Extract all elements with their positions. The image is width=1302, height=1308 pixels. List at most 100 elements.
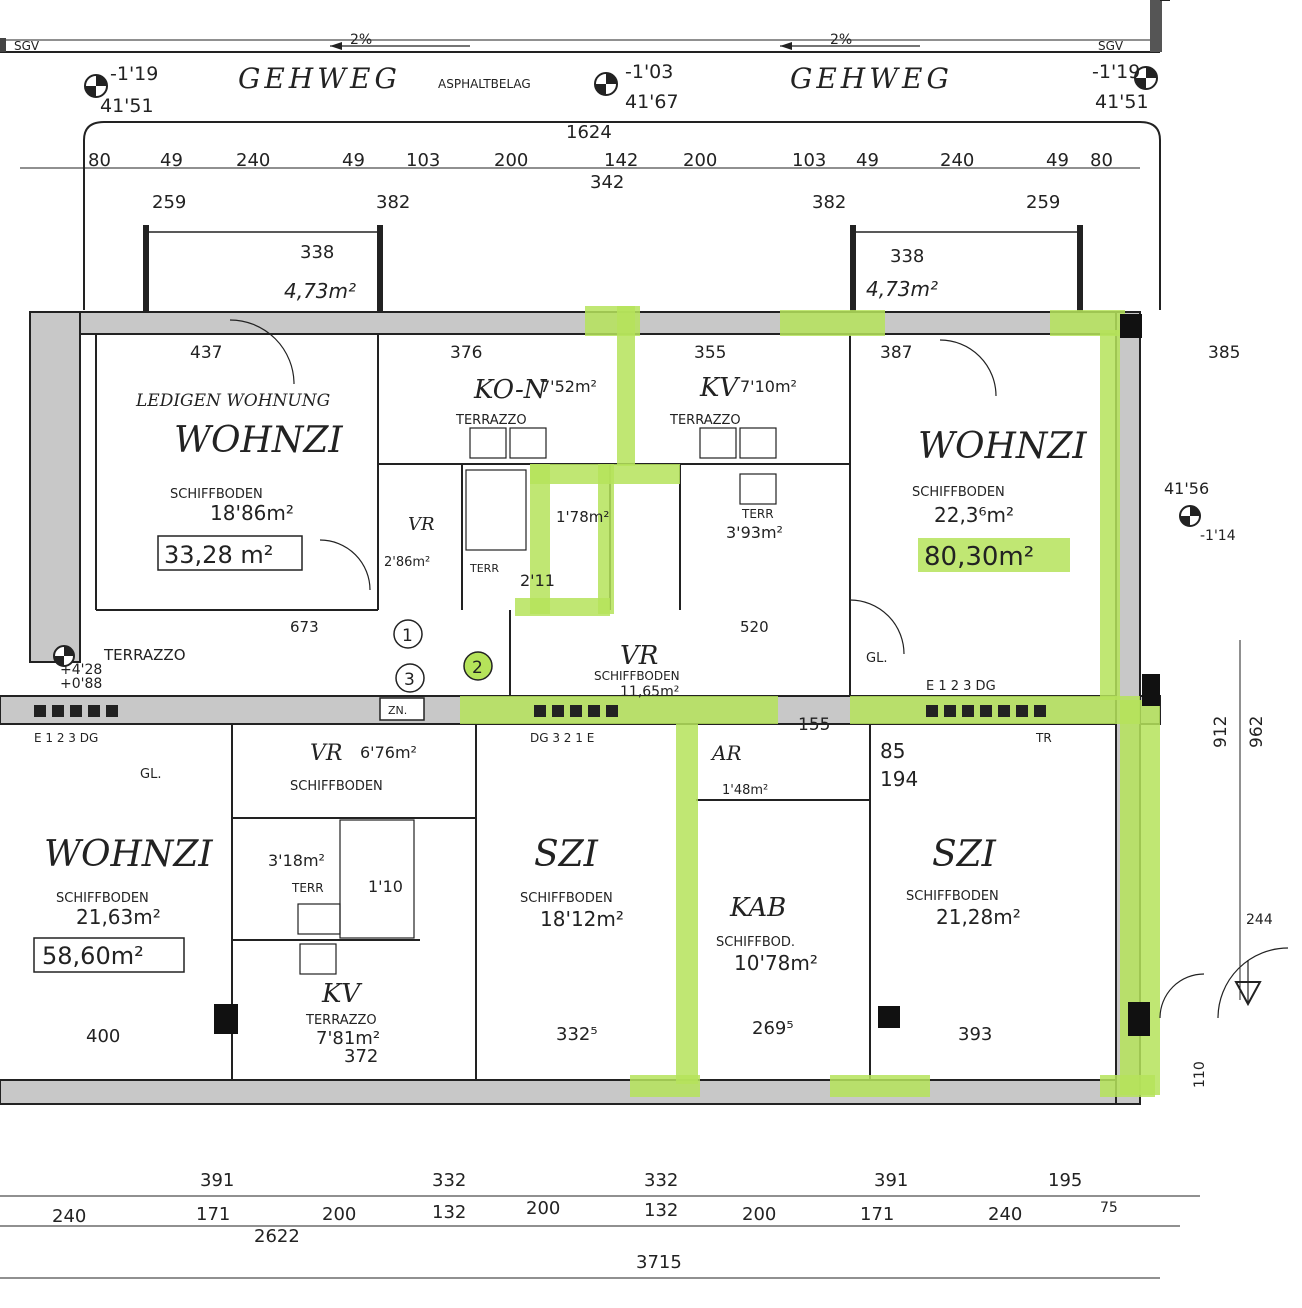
bath-area: 1'78m²	[556, 508, 609, 526]
dim-label: 49	[342, 150, 365, 171]
room-vr-bottom-floor: SCHIFFBODEN	[290, 779, 383, 794]
room-kv-bottom-floor: TERRAZZO	[305, 1013, 377, 1028]
level-height-2: -1'03	[625, 61, 673, 83]
marker-label: 2	[472, 658, 483, 678]
dim-label: 194	[880, 767, 918, 791]
balcony-right-area: 4,73m²	[866, 277, 938, 301]
room-area: 21,63m²	[76, 905, 161, 929]
unit-title: LEDIGEN WOHNUNG	[135, 391, 330, 411]
dim-label: 240	[940, 150, 974, 171]
meter-label-right: E 1 2 3 DG	[926, 679, 996, 694]
level-height-4: -1'14	[1200, 528, 1236, 544]
unit-area: 80,30m²	[924, 542, 1034, 572]
room-terr-b-area: 3'93m²	[726, 523, 783, 542]
meter-label-mid: DG 3 2 1 E	[530, 731, 594, 745]
dim-label: 673	[290, 618, 319, 636]
meter-box-mid	[534, 705, 618, 717]
dim-label: 240	[236, 150, 270, 171]
room-ko-area: 7'52m²	[540, 377, 597, 396]
room-ter2-area: 2'11	[520, 571, 555, 590]
dim-label: 171	[196, 1204, 230, 1225]
room-vr-top-area: 11,65m²	[620, 684, 679, 700]
room-name: WOHNZI	[174, 420, 343, 461]
room-vr-bottom-area: 6'76m²	[360, 743, 417, 762]
dim-label: 103	[792, 150, 826, 171]
total-width-dim: 1624	[566, 122, 612, 143]
dim-label: 240	[988, 1204, 1022, 1225]
room-vr-small-area: 2'86m²	[384, 555, 430, 570]
dim-label: 387	[880, 343, 912, 363]
dim-label: 393	[958, 1024, 992, 1045]
room-name: WOHNZI	[918, 426, 1087, 467]
dim-label: 80	[88, 150, 111, 171]
level-absolute-1: 41'51	[100, 95, 154, 117]
marker-3: 3	[395, 663, 425, 693]
interior-dimensions: 437 376 355 387 385 673 520 155 372 400 …	[86, 343, 1240, 1067]
level-marker-icon	[53, 645, 75, 667]
level-absolute-4: 41'56	[1164, 479, 1209, 498]
level-marker-icon	[594, 72, 618, 96]
marker-1: 1	[393, 619, 423, 649]
room-area: 22,3⁶m²	[934, 503, 1014, 527]
unit-left-bottom: WOHNZI SCHIFFBODEN 21,63m² 58,60m²	[33, 834, 213, 973]
level-absolute-3: 41'51	[1095, 91, 1149, 113]
room-area: 18'86m²	[210, 501, 294, 525]
unit-area: 58,60m²	[42, 942, 144, 970]
floor-type: SCHIFFBODEN	[170, 487, 263, 502]
balcony-left: 338 4,73m²	[143, 225, 383, 320]
rooms: KO-N 7'52m² TERRAZZO KV 7'10m² TERRAZZO …	[268, 373, 1021, 1049]
gl-label-2: GL.	[140, 767, 161, 782]
dim-label: 332⁵	[556, 1024, 598, 1045]
dim-label: 269⁵	[752, 1018, 794, 1039]
gl-label: GL.	[866, 651, 887, 666]
room-vr-bottom-name: VR	[310, 741, 342, 766]
dim-label: 244	[1246, 912, 1273, 928]
dim-label: 171	[860, 1204, 894, 1225]
dim-label: 103	[406, 150, 440, 171]
right-dimensions: 912 962 244 110	[1192, 640, 1273, 1088]
dim-label: 49	[856, 150, 879, 171]
level-height-5: +4'28	[60, 662, 102, 678]
room-kv-top-floor: TERRAZZO	[669, 413, 741, 428]
dim-label: 382	[376, 192, 410, 213]
marker-label: 1	[402, 626, 413, 646]
dim-label: 155	[798, 715, 830, 735]
dim-label: 259	[152, 192, 186, 213]
door-swings	[229, 319, 1289, 1019]
level-marker-icon	[1179, 505, 1201, 527]
dim-label: 200	[742, 1204, 776, 1225]
dim-label: 75	[1100, 1200, 1118, 1216]
dim-label: 372	[344, 1046, 378, 1067]
dim-label: 342	[590, 172, 624, 193]
interior-walls	[95, 334, 871, 1080]
unit-right-top: WOHNZI SCHIFFBODEN 22,3⁶m² 80,30m²	[912, 426, 1087, 572]
room-kv-top-area: 7'10m²	[740, 377, 797, 396]
corridor-floor: TERRAZZO	[103, 646, 186, 664]
room-kv-top-name: KV	[699, 373, 740, 403]
dim-label: 332	[644, 1170, 678, 1191]
marker-2: 2	[463, 651, 493, 681]
street-area: SGV SGV 2% 2% GEHWEG ASPHALTBELAG GEHWEG…	[0, 0, 1170, 117]
room-kab-area: 10'78m²	[734, 951, 818, 975]
dim-label: 382	[812, 192, 846, 213]
room-terr-a-name: TERR	[291, 881, 324, 895]
room-ko-floor: TERRAZZO	[455, 413, 527, 428]
floor-type: SCHIFFBODEN	[912, 485, 1005, 500]
sgv-right-label: SGV	[1098, 39, 1124, 53]
dim-label: 142	[604, 150, 638, 171]
room-ar-area: 1'48m²	[722, 783, 768, 798]
top-dimension-chain: 80 49 240 49 103 200 142 200 103 49 240 …	[20, 150, 1140, 213]
dim-label: 332	[432, 1170, 466, 1191]
sidewalk-left-label: GEHWEG	[238, 62, 401, 95]
balcony-left-area: 4,73m²	[284, 279, 356, 303]
slope-left-label: 2%	[350, 32, 372, 48]
dim-label: 962	[1247, 716, 1267, 748]
bottom-total: 2622	[254, 1226, 300, 1247]
dim-label: 376	[450, 343, 482, 363]
dim-label: 200	[322, 1204, 356, 1225]
room-szi-right-name: SZI	[932, 834, 997, 875]
marker-label: 3	[404, 670, 415, 690]
dim-label: 200	[494, 150, 528, 171]
unit-ledigen: LEDIGEN WOHNUNG WOHNZI SCHIFFBODEN 18'86…	[135, 391, 343, 571]
